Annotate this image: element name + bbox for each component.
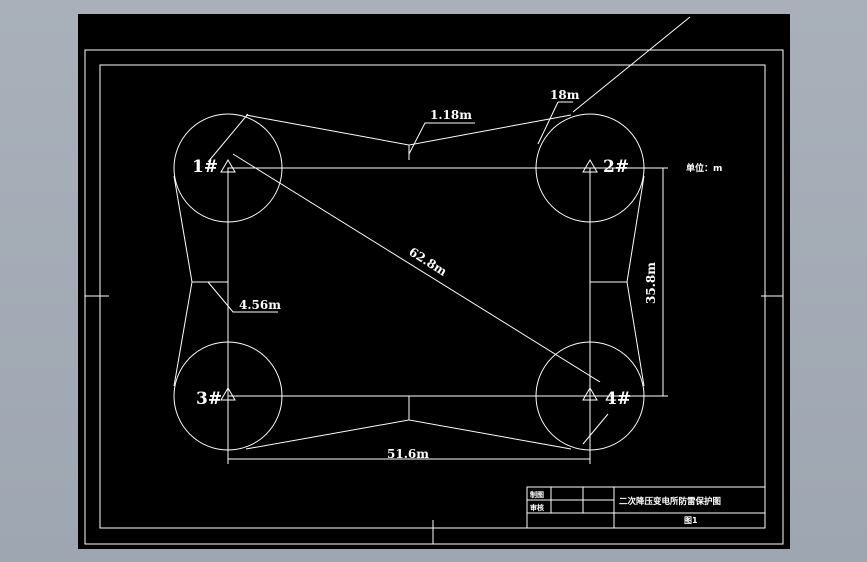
dim-height: 35.8m	[644, 262, 658, 304]
dim-radius: 18m	[550, 88, 580, 102]
dim-diagonal: 62.8m	[406, 245, 449, 279]
pole-label-2: 2#	[603, 157, 629, 177]
envelope-left	[173, 175, 193, 387]
gap-top-leader	[408, 122, 475, 155]
pole-label-4: 4#	[605, 389, 631, 409]
pole-rectangle	[227, 167, 591, 397]
cad-viewport[interactable]: 1# 2# 3# 4# 1.18m 18m 62.8m 4.56m 35.8m …	[78, 14, 790, 549]
dim-width: 51.6m	[387, 447, 429, 461]
pole-label-1: 1#	[192, 157, 218, 177]
unit-note: 单位：m	[686, 162, 722, 174]
outer-border	[84, 49, 784, 545]
radius-leader-2	[537, 101, 559, 145]
diagonal-line	[232, 153, 601, 383]
title-block-row1-label: 制图	[530, 490, 544, 499]
pole-marker-2	[582, 159, 598, 173]
envelope-right	[626, 175, 645, 387]
pole-label-3: 3#	[196, 389, 222, 409]
title-block: 制图 审核 二次降压变电所防雷保护图 图1	[526, 486, 766, 529]
title-block-row2-label: 审核	[530, 503, 544, 512]
protection-drawing: 1# 2# 3# 4# 1.18m 18m 62.8m 4.56m 35.8m …	[84, 16, 784, 545]
dim-gap-left: 4.56m	[239, 298, 281, 312]
envelope-top	[245, 114, 572, 160]
pole-marker-1	[220, 159, 236, 173]
envelope-bottom	[245, 396, 572, 450]
title-block-drawing-no: 图1	[684, 516, 698, 525]
radius-leader-extension	[572, 16, 691, 113]
title-block-title: 二次降压变电所防雷保护图	[619, 496, 721, 507]
dim-gap-top: 1.18m	[430, 108, 472, 122]
radius-leader-4	[582, 413, 609, 445]
gap-left-leader	[207, 281, 278, 313]
radius-leader-1	[207, 113, 249, 163]
